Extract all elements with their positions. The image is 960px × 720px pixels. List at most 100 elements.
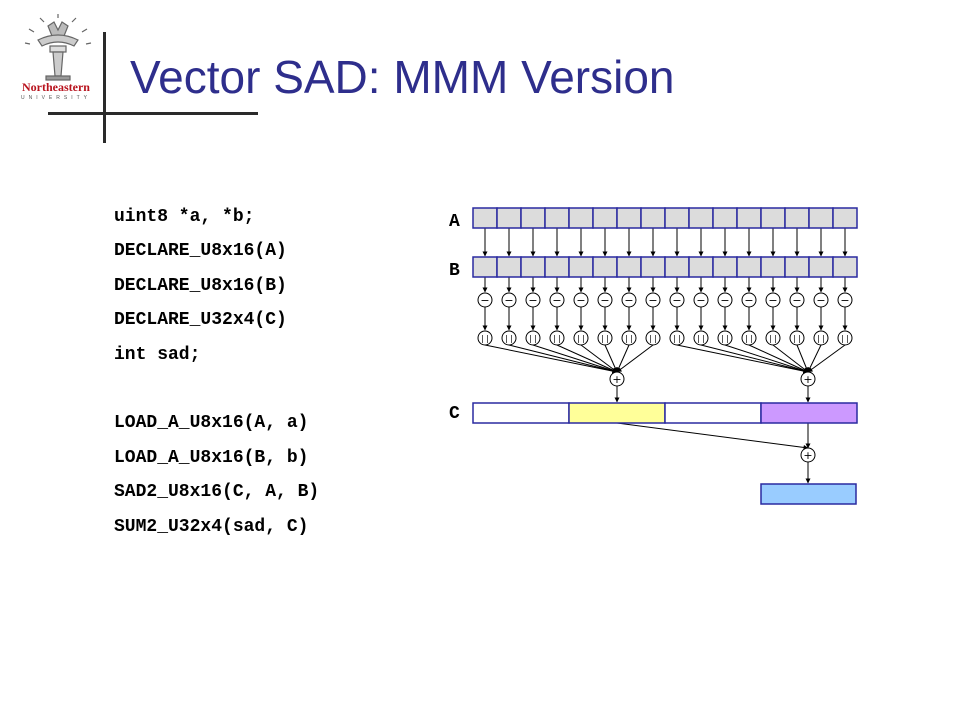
wire-abs-to-add <box>484 344 618 374</box>
subtract-operator-symbol: − <box>792 294 801 307</box>
wire-abs-to-add <box>807 344 822 373</box>
register-c-cell <box>760 402 858 424</box>
wire-abs-to-add <box>807 344 846 373</box>
register-a-cell <box>640 207 666 229</box>
abs-operator: | | <box>693 330 709 346</box>
wire-abs-to-add <box>616 344 654 373</box>
registers <box>472 207 858 505</box>
register-a-cell <box>520 207 546 229</box>
wire-abs-to-add <box>604 344 618 373</box>
register-a-cell <box>592 207 618 229</box>
register-a-cell <box>664 207 690 229</box>
subtract-operator-circle <box>549 292 565 308</box>
subtract-operator-circle <box>621 292 637 308</box>
abs-operator: | | <box>549 330 565 346</box>
abs-operator-symbol: | | <box>793 334 801 343</box>
register-a-cell <box>784 207 810 229</box>
abs-operator: | | <box>741 330 757 346</box>
subtract-operator: − <box>573 292 589 308</box>
register-a-cell <box>736 207 762 229</box>
subtract-operator: − <box>597 292 613 308</box>
wire-abs-to-add <box>772 344 809 373</box>
register-a-cell <box>616 207 642 229</box>
register-a-cell <box>832 207 858 229</box>
abs-operator: | | <box>669 330 685 346</box>
slide-title: Vector SAD: MMM Version <box>130 51 675 103</box>
abs-operator-symbol: | | <box>721 334 729 343</box>
subtract-operator-circle <box>789 292 805 308</box>
subtract-operator-circle <box>573 292 589 308</box>
register-c-label: C <box>449 404 460 424</box>
abs-operator-circle <box>669 330 685 346</box>
subtract-operator-symbol: − <box>600 294 609 307</box>
subtract-operator-symbol: − <box>648 294 657 307</box>
register-b-cell <box>760 256 786 278</box>
abs-operator-circle <box>645 330 661 346</box>
abs-operator: | | <box>789 330 805 346</box>
abs-operator-symbol: | | <box>505 334 513 343</box>
abs-operator-circle <box>621 330 637 346</box>
code-line: LOAD_A_U8x16(B, b) <box>114 447 309 468</box>
abs-operator-symbol: | | <box>577 334 585 343</box>
abs-operator-circle <box>717 330 733 346</box>
register-b-cell <box>616 256 642 278</box>
abs-operator-circle <box>549 330 565 346</box>
register-b-cell <box>544 256 570 278</box>
code-line: LOAD_A_U8x16(A, a) <box>114 413 309 434</box>
register-a-cell <box>544 207 570 229</box>
wire-abs-to-add <box>508 344 618 374</box>
abs-operator-circle <box>741 330 757 346</box>
wire-abs-to-add <box>580 344 618 373</box>
subtract-operator-circle <box>477 292 493 308</box>
subtract-operator: − <box>717 292 733 308</box>
subtract-operator: − <box>549 292 565 308</box>
wires <box>482 228 848 484</box>
abs-operator-circle <box>597 330 613 346</box>
register-b-cell <box>520 256 546 278</box>
subtract-operator-circle <box>741 292 757 308</box>
wire-abs-to-add <box>796 344 809 373</box>
wire-abs-to-add <box>676 344 809 374</box>
subtract-operator-symbol: − <box>696 294 705 307</box>
subtract-operator: − <box>669 292 685 308</box>
vertical-rule <box>103 32 106 143</box>
register-b-cell <box>712 256 738 278</box>
abs-operator: | | <box>621 330 637 346</box>
logo-subtext: UNIVERSITY <box>20 95 91 101</box>
subtract-operator-circle <box>813 292 829 308</box>
operators: − | | − | | − | | − | | − | | − | | − | | − | | − | | − | |… <box>477 292 853 463</box>
abs-operator-circle <box>765 330 781 346</box>
subtract-operator-circle <box>645 292 661 308</box>
add-operator: + <box>609 371 625 387</box>
subtract-operator: − <box>477 292 493 308</box>
abs-operator-symbol: | | <box>481 334 489 343</box>
abs-operator-symbol: | | <box>529 334 537 343</box>
subtract-operator-circle <box>837 292 853 308</box>
subtract-operator: − <box>789 292 805 308</box>
subtract-operator-circle <box>501 292 517 308</box>
wire-c-to-sum <box>616 422 809 450</box>
subtract-operator: − <box>501 292 517 308</box>
university-logo <box>24 14 92 81</box>
code-line: SUM2_U32x4(sad, C) <box>114 516 309 537</box>
wire-abs-to-add <box>700 344 809 374</box>
abs-operator: | | <box>525 330 541 346</box>
abs-operator-circle <box>525 330 541 346</box>
register-a-cell <box>688 207 714 229</box>
register-a-cell <box>808 207 834 229</box>
subtract-operator-circle <box>597 292 613 308</box>
abs-operator: | | <box>573 330 589 346</box>
abs-operator-circle <box>813 330 829 346</box>
abs-operator-circle <box>789 330 805 346</box>
subtract-operator: − <box>741 292 757 308</box>
register-b-cell <box>832 256 858 278</box>
abs-operator-symbol: | | <box>817 334 825 343</box>
register-b-cell <box>496 256 522 278</box>
logo-wordmark: Northeastern <box>22 80 90 94</box>
add-operator-circle <box>609 371 625 387</box>
subtract-operator-circle <box>693 292 709 308</box>
register-a-cell <box>496 207 522 229</box>
subtract-operator-symbol: − <box>744 294 753 307</box>
subtract-operator-symbol: − <box>528 294 537 307</box>
abs-operator-circle <box>573 330 589 346</box>
